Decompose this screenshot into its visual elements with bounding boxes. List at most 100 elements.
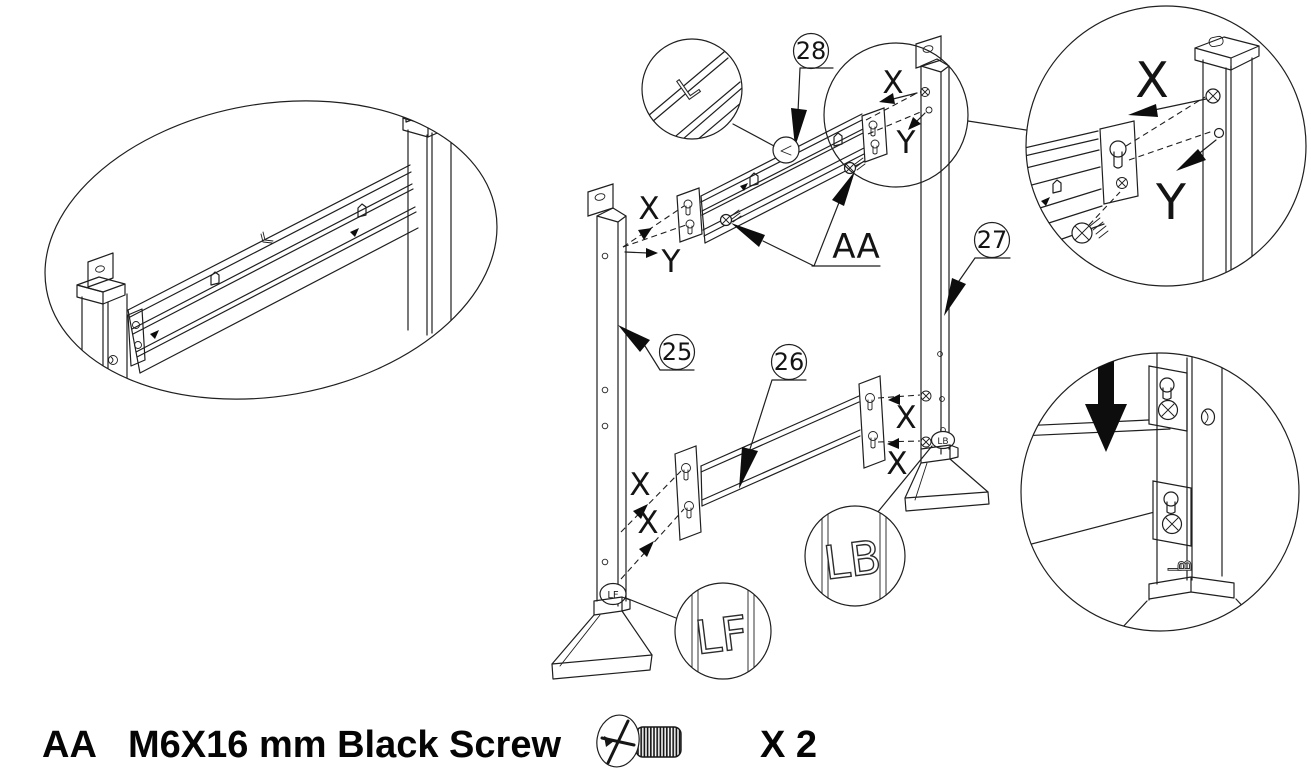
slide-arrow-icon	[350, 228, 359, 237]
slide-arrow-icon	[740, 183, 748, 191]
lf-stamp-small: LF	[607, 590, 619, 601]
lb-stamp-small: LB	[937, 437, 948, 447]
legend-description: M6X16 mm Black Screw	[128, 724, 561, 766]
callout-27: 27	[944, 221, 1011, 316]
callout-28: 28	[791, 32, 834, 147]
callout-number: 26	[774, 348, 805, 376]
direction-arrow-icon	[633, 504, 648, 519]
lb-stamp-large: LB	[821, 530, 884, 591]
detail-ellipse-outline	[44, 100, 498, 400]
leader-arrow-icon	[618, 325, 650, 352]
leader-arrow-icon	[791, 108, 807, 147]
right-post-alignment: X X	[877, 394, 921, 482]
detail-leader-line	[876, 445, 933, 514]
left-rail-detail-content	[76, 89, 452, 399]
legend-code: AA	[42, 724, 97, 766]
direction-arrow-icon	[888, 394, 900, 405]
left-post: LF	[551, 183, 653, 680]
detail-leader-line	[625, 597, 677, 619]
lb-stamp-ellipse	[930, 430, 956, 450]
l-stamp-mark	[260, 231, 274, 244]
view-label-x: X	[637, 505, 658, 541]
view-label-y: Y	[1155, 174, 1187, 231]
slide-arrow-icon	[150, 330, 159, 339]
direction-arrow-icon	[639, 541, 654, 557]
right-post-foot	[904, 444, 990, 512]
screw-head-icon	[1161, 513, 1183, 535]
view-label-y: Y	[661, 244, 681, 280]
xy-screw-detail-content: X Y	[1026, 35, 1260, 286]
right-post: LB	[904, 35, 990, 512]
rail-hook	[357, 203, 367, 218]
callout-number: 25	[662, 338, 693, 366]
lower-rail	[674, 375, 886, 541]
direction-arrow-icon	[1176, 149, 1206, 171]
screw-head-icon	[1157, 399, 1179, 421]
xy-screw-detail: X Y	[1025, 5, 1307, 287]
callout-number: 28	[796, 37, 827, 65]
direction-arrow-icon	[908, 117, 921, 130]
screw-head-icon	[920, 390, 932, 402]
loose-screw-icon	[1071, 217, 1109, 244]
detail-leader-line	[967, 120, 1027, 131]
view-label-x: X	[882, 65, 903, 101]
leader-arrow-icon	[832, 171, 855, 206]
direction-arrow-icon	[646, 248, 658, 258]
highlight-circle	[823, 42, 969, 188]
fastener-label-aa: AA	[832, 227, 879, 267]
rail-hook	[749, 172, 759, 187]
left-rail-detail-view	[44, 89, 498, 400]
insert-arrow-icon	[1085, 360, 1127, 452]
detail-circle-outline	[1025, 5, 1307, 287]
legend-quantity: X 2	[760, 724, 817, 766]
keyhole-bracket	[674, 445, 702, 541]
rail-hook	[833, 132, 843, 147]
top-connection-highlight: X Y	[823, 42, 1027, 188]
direction-arrow-icon	[638, 228, 652, 240]
left-post-bottom-alignment: X X	[620, 467, 685, 580]
left-post-foot	[551, 596, 653, 680]
slide-arrow-icon	[1041, 197, 1050, 206]
keyhole-bracket	[676, 187, 703, 243]
l-stamp-mark	[780, 145, 792, 156]
lb-detail: LB	[804, 445, 933, 607]
screw-head-icon	[920, 87, 930, 97]
rail-hook-detail: LB	[1020, 352, 1300, 632]
lb-post-stamp: LB	[1165, 560, 1196, 572]
view-label-y: Y	[896, 125, 916, 161]
keyhole-bracket	[1099, 120, 1139, 205]
post-hole	[1200, 408, 1216, 426]
direction-arrow-icon	[1128, 104, 1158, 117]
screw-hole	[1213, 127, 1225, 139]
callout-number: 27	[977, 226, 1008, 254]
screw-head-icon	[1205, 88, 1221, 104]
callout-25: 25	[618, 325, 696, 371]
rail-hook	[210, 271, 220, 286]
view-label-x: X	[895, 400, 916, 436]
main-assembly: LF LB	[551, 32, 1027, 680]
keyhole-bracket	[858, 375, 886, 469]
view-label-x: X	[1135, 52, 1169, 109]
view-label-x: X	[638, 191, 659, 227]
phillips-screw-icon	[596, 714, 682, 768]
leader-arrow-icon	[731, 223, 765, 247]
l-stamp-magnifier: L	[641, 38, 775, 147]
view-label-x: X	[886, 446, 907, 482]
detail-leader-line	[732, 123, 775, 147]
hardware-legend: AA M6X16 mm Black Screw X 2	[42, 714, 817, 768]
aa-screws	[719, 157, 866, 227]
rail-hook-detail-content: LB	[1021, 353, 1260, 631]
lf-stamp-large: LF	[692, 605, 750, 665]
keyhole-bracket	[1148, 365, 1188, 432]
aa-annotation: AA	[731, 171, 881, 267]
direction-arrow-icon	[879, 93, 895, 104]
leader-arrow-icon	[944, 278, 966, 316]
lf-detail: LF	[625, 582, 772, 680]
screw-head-icon	[1116, 177, 1128, 189]
callout-26: 26	[739, 343, 808, 489]
detail-rail	[127, 164, 419, 374]
rail-stamp-circle	[772, 136, 800, 164]
view-label-x: X	[629, 467, 650, 503]
